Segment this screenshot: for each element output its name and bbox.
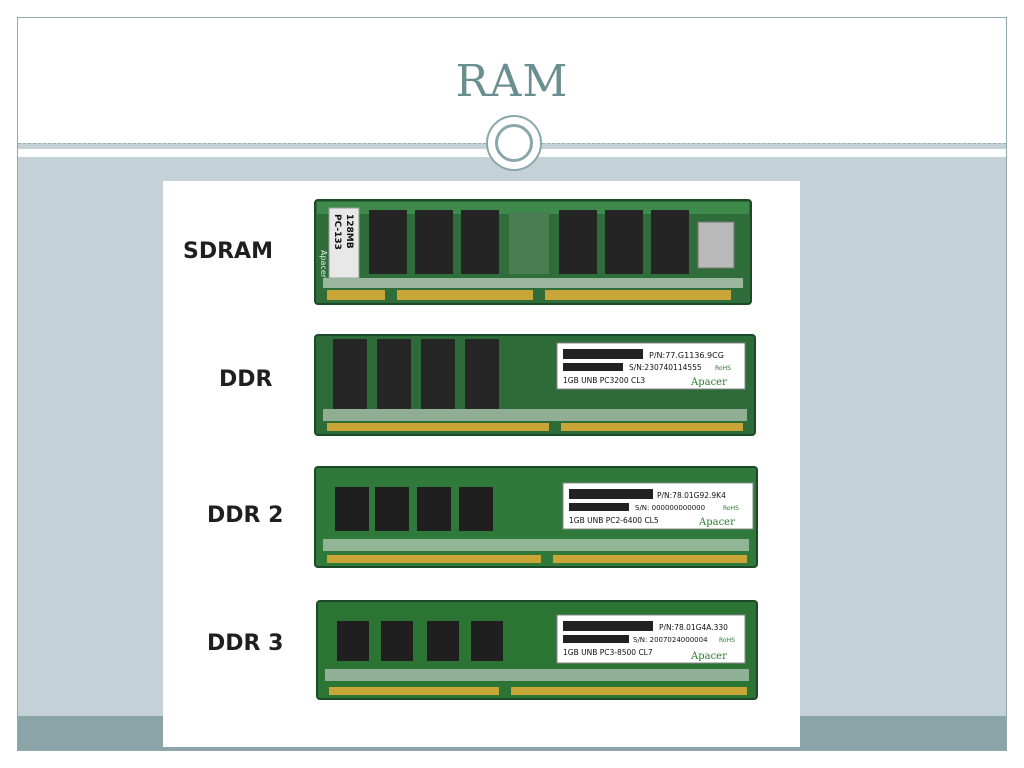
ddr2-spec: 1GB UNB PC2-6400 CL5 bbox=[569, 516, 659, 525]
ddr3-module: P/N:78.01G4A.330 S/N: 2007024000004 RoHS… bbox=[315, 599, 759, 701]
ddr2-label: DDR 2 bbox=[207, 503, 284, 528]
ddr2-rohs: RoHS bbox=[723, 505, 739, 512]
ddr-serial: S/N:230740114555 bbox=[629, 363, 702, 372]
ddr2-module: P/N:78.01G92.9K4 S/N: 000000000000 RoHS … bbox=[313, 465, 759, 569]
title-divider-left bbox=[18, 143, 486, 144]
sdram-module: PC-133 128MB Apacer bbox=[313, 198, 753, 306]
ddr-module: P/N:77.G1136.9CG S/N:230740114555 RoHS 1… bbox=[313, 333, 757, 437]
ddr3-label: DDR 3 bbox=[207, 631, 284, 656]
sdram-sticker-line-1: PC-133 bbox=[332, 214, 342, 250]
ddr2-part-number: P/N:78.01G92.9K4 bbox=[657, 491, 726, 500]
sdram-brand: Apacer bbox=[319, 250, 328, 279]
ddr2-serial: S/N: 000000000000 bbox=[635, 504, 705, 512]
ddr3-spec: 1GB UNB PC3-8500 CL7 bbox=[563, 648, 653, 657]
ddr2-chips bbox=[335, 487, 493, 531]
slide-title: RAM bbox=[455, 56, 569, 107]
ddr2-brand: Apacer bbox=[698, 517, 735, 528]
ddr3-brand: Apacer bbox=[690, 651, 727, 662]
ddr-part-number: P/N:77.G1136.9CG bbox=[649, 351, 724, 360]
ddr3-rohs: RoHS bbox=[719, 637, 735, 644]
ddr3-chips bbox=[337, 621, 503, 661]
ddr-brand: Apacer bbox=[690, 377, 727, 388]
ddr-spec: 1GB UNB PC3200 CL3 bbox=[563, 376, 645, 385]
ddr-label: DDR bbox=[219, 367, 273, 392]
sdram-sticker-line-2: 128MB bbox=[344, 214, 354, 249]
ddr3-serial: S/N: 2007024000004 bbox=[633, 636, 708, 644]
ddr-rohs: RoHS bbox=[715, 365, 731, 372]
sdram-chips bbox=[369, 210, 689, 274]
title-circle-ornament-inner bbox=[495, 124, 533, 162]
sdram-label: SDRAM bbox=[183, 239, 273, 264]
title-circle-ornament bbox=[486, 115, 542, 171]
ddr-chips bbox=[333, 339, 499, 411]
ram-types-image: SDRAM PC-133 128MB Apacer DDR bbox=[163, 181, 800, 747]
ddr3-part-number: P/N:78.01G4A.330 bbox=[659, 623, 728, 632]
title-divider-right bbox=[542, 143, 1006, 144]
